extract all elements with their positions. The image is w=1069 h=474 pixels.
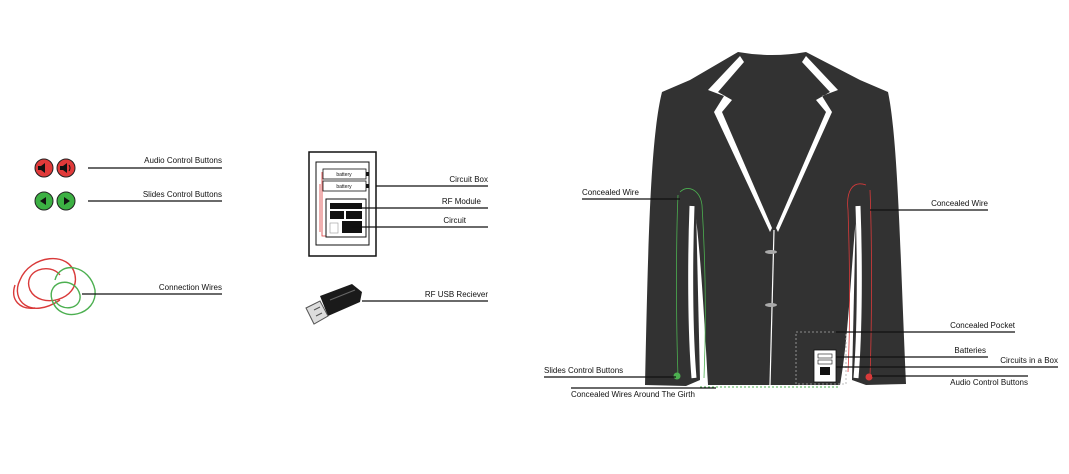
connection-wires-label: Connection Wires [159,283,222,292]
concealed-wire-left-label: Concealed Wire [582,188,639,197]
audio-control-buttons-label: Audio Control Buttons [950,378,1028,387]
circuits-box [813,349,837,383]
slides-cuff-button [673,372,681,380]
audio-cuff-button [865,373,873,381]
audio-buttons-label: Audio Control Buttons [144,156,222,165]
circuit-label: Circuit [443,216,466,225]
audio-control-buttons: Audio Control Buttons [34,156,222,178]
rf-module-block [330,203,362,209]
slides-control-buttons: Slides Control Buttons [34,190,222,211]
concealed-pocket-label: Concealed Pocket [950,321,1016,330]
wires-around-girth-label: Concealed Wires Around The Girth [571,390,695,399]
usb-stick-icon [305,284,362,325]
batteries-label: Batteries [954,346,986,355]
concealed-pocket [795,331,847,385]
slides-control-buttons-label: Slides Control Buttons [544,366,623,375]
concealed-wire-right-label: Concealed Wire [931,199,988,208]
svg-text:battery: battery [336,172,352,178]
connection-wires: Connection Wires [13,258,222,316]
svg-text:battery: battery [336,184,352,190]
rf-module-label: RF Module [442,197,482,206]
circuit-box-label: Circuit Box [449,175,488,184]
jacket [645,52,906,388]
slides-buttons-label: Slides Control Buttons [143,190,222,199]
circuits-in-box-label: Circuits in a Box [1000,356,1058,365]
usb-receiver-label: RF USB Reciever [425,290,488,299]
circuit-box: battery battery [308,151,377,257]
